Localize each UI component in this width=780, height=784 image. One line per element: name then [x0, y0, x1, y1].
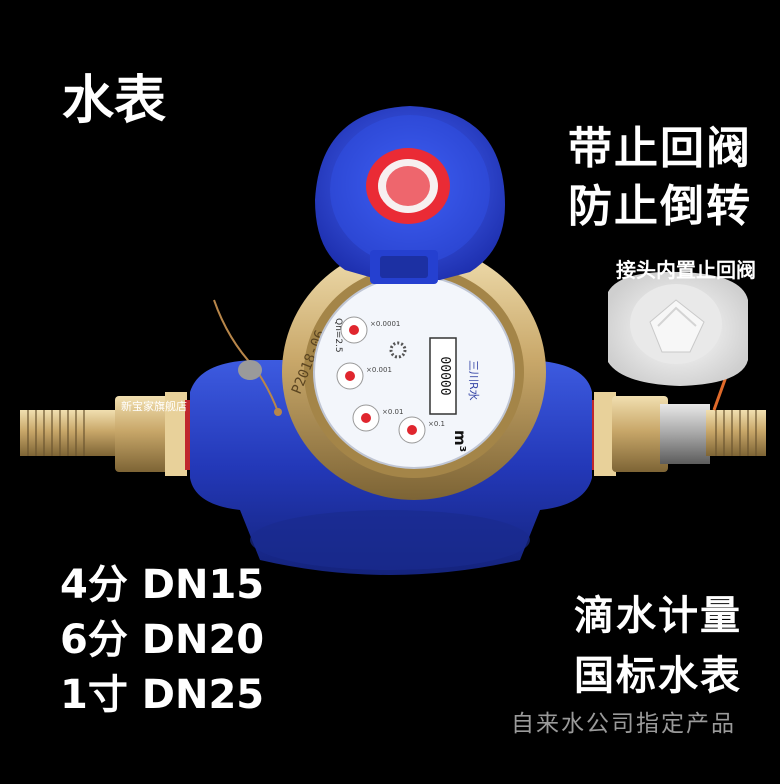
feature-check-valve: 带止回阀	[568, 123, 752, 174]
dial-multiplier-label: ×0.0001	[370, 320, 400, 328]
dial-multiplier-label: ×0.001	[366, 366, 392, 374]
left-pipe-connector	[20, 392, 193, 476]
spec-dn: DN20	[141, 617, 265, 663]
shop-watermark: 新宝家旗舰店	[121, 400, 187, 413]
qn-text: Qn=2.5	[333, 318, 343, 353]
small-dials	[336, 316, 426, 444]
spec-size: 1寸	[60, 672, 128, 718]
unit-text: m³	[451, 430, 469, 452]
spec-size: 6分	[60, 617, 128, 663]
spec-dn: DN25	[141, 672, 265, 718]
brand-text: 三川R水	[467, 360, 480, 401]
national-standard-text: 国标水表	[574, 653, 742, 699]
drip-metering-text: 滴水计量	[574, 593, 742, 639]
page-title: 水表	[62, 71, 167, 131]
dial-multiplier-label: ×0.01	[382, 408, 403, 416]
spec-row-dn25: 1寸 DN25	[60, 662, 264, 720]
spec-row-dn15: 4分 DN15	[60, 552, 264, 610]
right-pipe-connector	[588, 392, 766, 476]
check-valve-inset	[608, 271, 748, 386]
seal-wire	[213, 299, 282, 416]
spec-size: 4分	[60, 562, 128, 608]
feature-anti-reverse: 防止倒转	[568, 181, 752, 232]
spec-row-dn20: 6分 DN20	[60, 607, 264, 665]
counter-window: 00000	[429, 337, 457, 415]
footer-tagline: 自来水公司指定产品	[511, 711, 736, 737]
valve-callout-label: 接头内置止回阀	[616, 258, 756, 282]
counter-digits: 00000	[437, 356, 452, 395]
spec-dn: DN15	[141, 562, 265, 608]
dial-multiplier-label: ×0.1	[428, 420, 445, 428]
meter-lid	[315, 106, 505, 284]
